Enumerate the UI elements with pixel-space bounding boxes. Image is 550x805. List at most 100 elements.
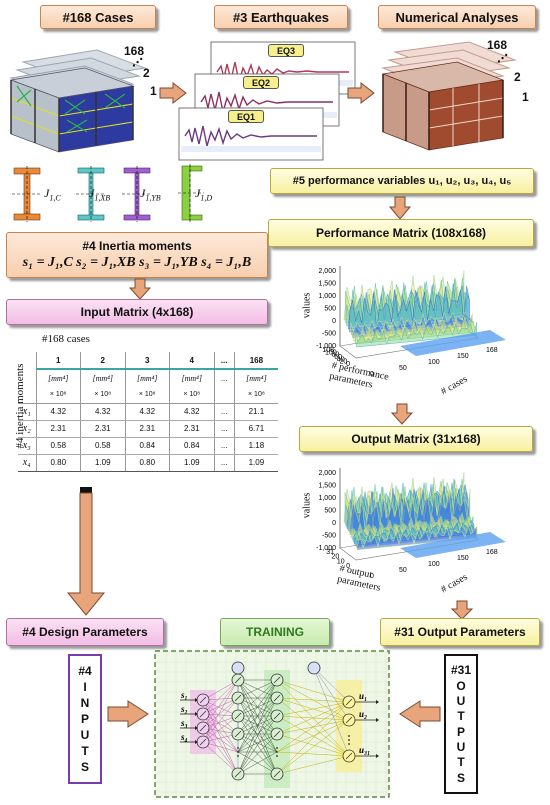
table-unit: [mm⁴] bbox=[233, 368, 278, 386]
output-neuron-glyph bbox=[345, 716, 353, 724]
hidden-neuron-glyph bbox=[273, 730, 281, 738]
table-unit: ... bbox=[213, 368, 235, 386]
table-header: 1 bbox=[35, 352, 81, 369]
x-tick-label: 168 bbox=[486, 549, 498, 556]
output-neuron-glyph bbox=[345, 698, 353, 706]
x-tick-label: 0 bbox=[370, 371, 374, 378]
input-label: s₄ bbox=[180, 732, 188, 742]
x-tick-label: 168 bbox=[486, 347, 498, 354]
network-connection bbox=[202, 715, 239, 743]
table-scale: × 10⁸ bbox=[233, 386, 278, 404]
cases-counter-2: 2 bbox=[143, 66, 150, 80]
output-label: u₃₁ bbox=[359, 745, 370, 755]
arrow-to-design-params bbox=[66, 487, 106, 616]
eq2-label: EQ2 bbox=[243, 76, 279, 89]
z-tick-label: 1,000 bbox=[318, 495, 336, 502]
eq1-label: EQ1 bbox=[228, 110, 264, 123]
hidden-neuron-glyph bbox=[273, 694, 281, 702]
y-tick-label: 108 bbox=[322, 347, 334, 354]
y-tick-label: 0 bbox=[346, 563, 350, 570]
cases-title: #168 Cases bbox=[40, 5, 156, 29]
z-tick-label: 500 bbox=[324, 306, 336, 313]
arrow-outputs-to-network bbox=[399, 700, 441, 728]
table-scale: × 10⁸ bbox=[80, 386, 125, 404]
table-scale: × 10⁸ bbox=[169, 386, 214, 404]
z-tick-label: -1,000 bbox=[316, 343, 336, 350]
z-tick-label: 1,500 bbox=[318, 281, 336, 288]
analyses-counter-1: 1 bbox=[522, 90, 529, 104]
network-connection bbox=[202, 697, 239, 729]
network-connection bbox=[313, 667, 350, 703]
performance-matrix-surface-plot: 2,0001,5001,0005000-500-1,00010810080604… bbox=[316, 266, 506, 378]
output-arrowhead bbox=[376, 700, 379, 704]
table-unit: [mm⁴] bbox=[124, 368, 170, 386]
table-header: ... bbox=[213, 352, 235, 369]
table-unit: [mm⁴] bbox=[35, 368, 81, 386]
input-label: s₁ bbox=[180, 690, 188, 700]
z-tick-label: 0 bbox=[332, 520, 336, 527]
inputs-letter: S bbox=[80, 760, 89, 774]
inputs-letter: U bbox=[80, 728, 90, 742]
network-connection bbox=[237, 679, 278, 735]
plot2-zlabel: values bbox=[301, 492, 313, 519]
output-arrowhead bbox=[376, 754, 379, 758]
input-arrowhead bbox=[195, 712, 198, 716]
training-box: TRAINING bbox=[220, 618, 330, 646]
network-connection bbox=[237, 679, 278, 753]
arrow-to-output-params bbox=[450, 600, 474, 620]
output-arrowhead bbox=[376, 718, 379, 722]
network-connection bbox=[202, 697, 239, 743]
x-tick-label: 50 bbox=[399, 365, 407, 372]
x-tick-label: 0 bbox=[370, 573, 374, 580]
ellipsis-dot bbox=[237, 755, 239, 757]
input-label: s₃ bbox=[180, 718, 188, 728]
z-tick-label: 0 bbox=[332, 318, 336, 325]
network-connection bbox=[202, 699, 239, 735]
hidden-neuron-glyph bbox=[234, 712, 242, 720]
network-connection bbox=[237, 733, 278, 753]
z-tick-label: -1,000 bbox=[316, 545, 336, 552]
x-tick-label: 50 bbox=[399, 567, 407, 574]
ellipsis-dot bbox=[348, 735, 350, 737]
earthquakes-title: #3 Earthquakes bbox=[214, 5, 348, 29]
hidden-neuron-glyph bbox=[234, 676, 242, 684]
table-header: 3 bbox=[124, 352, 170, 369]
output-neuron-glyph bbox=[345, 752, 353, 760]
hidden-neuron-glyph bbox=[273, 676, 281, 684]
section-c-icon bbox=[12, 166, 42, 222]
network-connection bbox=[276, 733, 350, 757]
ellipsis-dot bbox=[237, 747, 239, 749]
network-connection bbox=[237, 715, 278, 753]
inputs-letter: I bbox=[83, 680, 87, 694]
cases-building-illustration bbox=[9, 49, 147, 153]
inputs-letter: #4 bbox=[78, 664, 92, 678]
section-xb-icon bbox=[76, 166, 106, 222]
outputs-letter: U bbox=[456, 693, 466, 708]
plot1-zlabel: values bbox=[301, 292, 313, 319]
z-tick-label: -500 bbox=[322, 331, 336, 338]
z-tick-label: -500 bbox=[322, 533, 336, 540]
network-connection bbox=[202, 679, 239, 743]
network-connection bbox=[202, 679, 239, 715]
inputs-letter: T bbox=[81, 744, 89, 758]
network-connection bbox=[276, 701, 350, 775]
outputs-letter: P bbox=[456, 724, 465, 739]
outputs-letter: T bbox=[457, 709, 465, 724]
network-connection bbox=[237, 679, 278, 775]
network-connection bbox=[276, 751, 350, 757]
network-connection bbox=[276, 701, 350, 735]
surface-ribbon bbox=[349, 286, 470, 333]
input-neuron-glyph bbox=[199, 696, 207, 704]
surface-ribbon bbox=[356, 322, 477, 348]
outputs-letter: #31 bbox=[450, 663, 472, 678]
y-tick-label: 60 bbox=[334, 354, 342, 361]
network-connection bbox=[237, 697, 278, 775]
hidden-neuron-glyph bbox=[234, 770, 242, 778]
y-tick-label: 0 bbox=[346, 361, 350, 368]
y-tick-label: 20 bbox=[340, 359, 348, 366]
network-connection bbox=[276, 679, 350, 703]
inertia-formula: s₁ = J₁,C s₂ = J₁,XB s₃ = J₁,YB s₄ = J₁,… bbox=[22, 255, 252, 270]
outputs-letter: U bbox=[456, 739, 466, 754]
